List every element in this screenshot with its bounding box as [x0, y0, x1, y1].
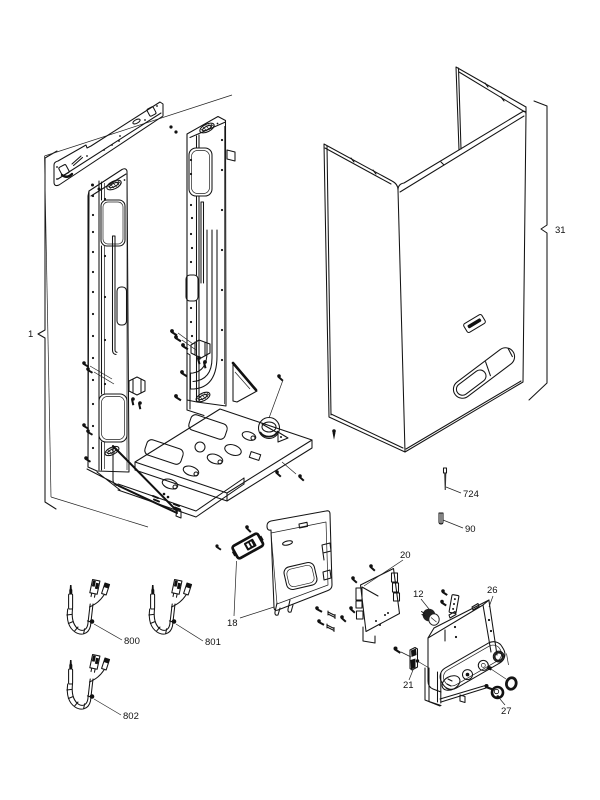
svg-text:800: 800: [124, 636, 140, 647]
svg-text:20: 20: [400, 550, 411, 561]
svg-text:26: 26: [487, 585, 498, 596]
svg-text:724: 724: [463, 489, 479, 500]
svg-text:1: 1: [28, 329, 33, 340]
svg-text:31: 31: [555, 225, 566, 236]
svg-text:21: 21: [403, 680, 414, 691]
svg-text:27: 27: [501, 706, 512, 717]
svg-text:12: 12: [413, 589, 424, 600]
svg-text:90: 90: [465, 524, 476, 535]
svg-text:18: 18: [227, 618, 238, 629]
svg-text:801: 801: [205, 637, 221, 648]
svg-text:802: 802: [123, 711, 139, 722]
